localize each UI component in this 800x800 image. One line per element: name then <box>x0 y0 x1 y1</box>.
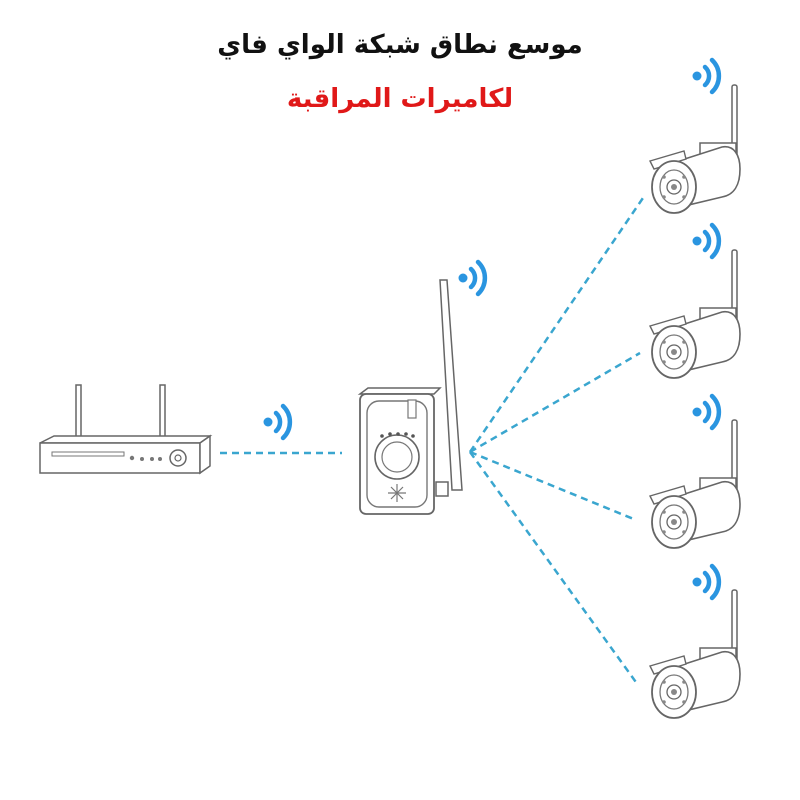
camera-2 <box>649 249 741 379</box>
wifi-extender <box>357 279 463 515</box>
vent-icon <box>388 484 406 502</box>
nvr-recorder <box>39 384 213 475</box>
wifi-signal-icon-camera-2 <box>693 225 719 257</box>
camera-link-line-3 <box>469 450 637 522</box>
camera-link-line-2 <box>469 351 641 454</box>
page-subtitle: لكاميرات المراقبة <box>286 84 514 114</box>
camera-links <box>468 194 647 686</box>
camera-1 <box>649 84 741 214</box>
camera-4 <box>649 589 741 719</box>
wifi-signal-icon-extender <box>459 262 485 294</box>
wifi-signal-icon-camera-1 <box>693 60 719 92</box>
wifi-signal-icon-camera-4 <box>693 566 719 598</box>
wifi-signal-icon-camera-3 <box>693 396 719 428</box>
page-title: موسع نطاق شبكة الواي فاي <box>217 30 583 60</box>
wifi-signal-icon-link <box>264 406 290 438</box>
camera-3 <box>649 419 741 549</box>
camera-link-line-1 <box>468 194 647 453</box>
